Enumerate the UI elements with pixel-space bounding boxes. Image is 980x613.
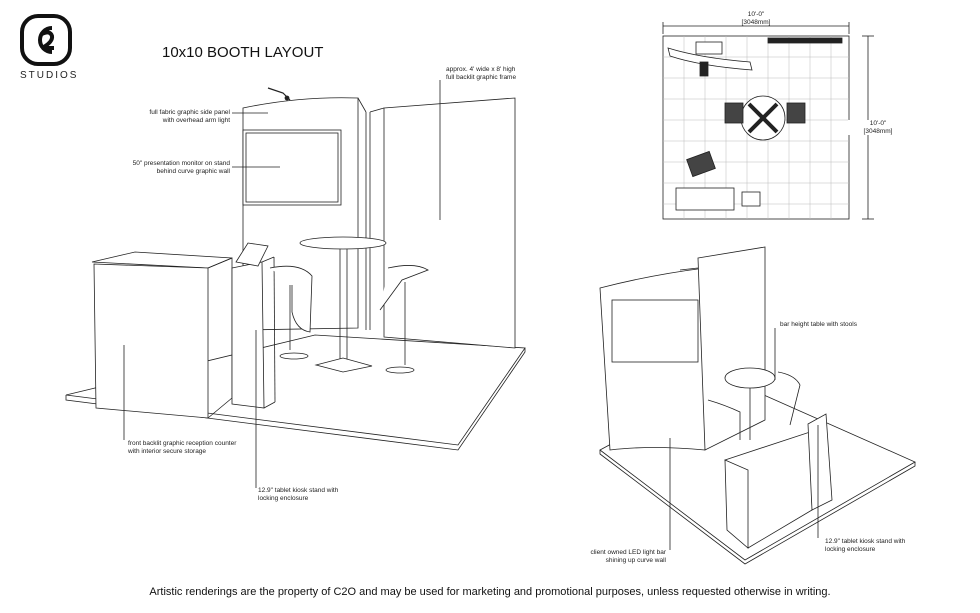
- annotation-iso-kiosk-line-1: 12.9" tablet kiosk stand with: [825, 538, 906, 545]
- annotation-counter: front backlit graphic reception counter …: [128, 440, 236, 455]
- plan-depth-dimension: 10'-0" [3048mm]: [848, 120, 908, 135]
- annotation-light-bar-line-2: shining up curve wall: [605, 556, 666, 564]
- annotation-frame: approx. 4' wide x 8' high full backlit g…: [446, 66, 516, 81]
- annotation-light-bar-line-1: client owned LED light bar: [590, 549, 666, 556]
- plan-width-ft: 10'-0": [747, 11, 765, 18]
- annotation-iso-kiosk: 12.9" tablet kiosk stand with locking en…: [825, 538, 905, 553]
- plan-width-mm: [3048mm]: [741, 18, 771, 26]
- annotation-monitor-line-2: behind curve graphic wall: [156, 167, 230, 175]
- annotation-kiosk: 12.9" tablet kiosk stand with locking en…: [258, 487, 338, 502]
- annotation-kiosk-line-1: 12.9" tablet kiosk stand with: [258, 487, 339, 494]
- c2o-logo: [20, 14, 72, 66]
- annotation-frame-line-2: full backlit graphic frame: [446, 73, 517, 81]
- stool-left: [269, 265, 313, 333]
- annotation-monitor: 50" presentation monitor on stand behind…: [90, 160, 230, 175]
- plan-width-dimension: 10'-0" [3048mm]: [726, 11, 786, 26]
- annotation-iso-kiosk-line-2: locking enclosure: [825, 545, 876, 553]
- reception-counter: [93, 263, 209, 419]
- backlit-frame: [383, 97, 516, 349]
- annotation-table-line-1: bar height table with stools: [780, 321, 857, 328]
- annotation-side-panel: full fabric graphic side panel with over…: [90, 109, 230, 124]
- annotation-monitor-line-1: 50" presentation monitor on stand: [132, 160, 230, 167]
- bar-table: [299, 236, 387, 250]
- annotation-table: bar height table with stools: [780, 321, 857, 329]
- plan-depth-mm: [3048mm]: [863, 127, 893, 135]
- main-kiosk: [231, 261, 265, 409]
- annotation-kiosk-line-2: locking enclosure: [258, 494, 309, 502]
- iso-frame: [697, 246, 766, 451]
- iso-kiosk: [807, 413, 833, 511]
- presentation-monitor: [242, 129, 342, 206]
- page-title: 10x10 BOOTH LAYOUT: [162, 44, 324, 61]
- annotation-side-panel-line-1: full fabric graphic side panel: [149, 109, 230, 116]
- annotation-light-bar: client owned LED light bar shining up cu…: [520, 549, 666, 564]
- stool-right: [379, 265, 429, 311]
- brand-name: STUDIOS: [20, 70, 79, 81]
- annotation-counter-line-2: with interior secure storage: [128, 447, 207, 455]
- annotation-counter-line-1: front backlit graphic reception counter: [128, 440, 237, 447]
- footer-disclaimer: Artistic renderings are the property of …: [149, 586, 831, 598]
- plan-depth-ft: 10'-0": [869, 120, 887, 127]
- annotation-frame-line-1: approx. 4' wide x 8' high: [446, 66, 516, 73]
- annotation-side-panel-line-2: with overhead arm light: [162, 116, 230, 124]
